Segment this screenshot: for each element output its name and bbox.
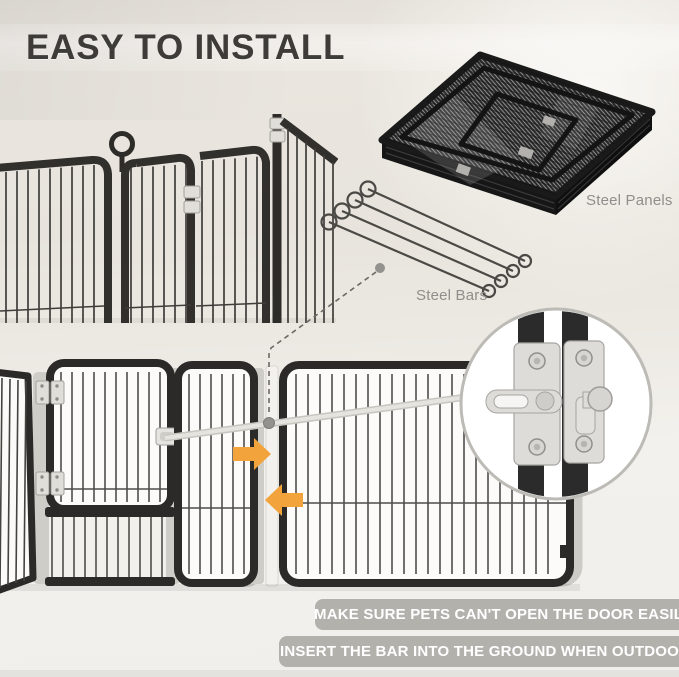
latch-pivot — [535, 391, 555, 411]
stack-inner-frame — [399, 65, 635, 183]
hinge — [183, 185, 201, 199]
page-title: EASY TO INSTALL — [26, 28, 346, 67]
panel-bars — [188, 374, 245, 574]
stack-side-left — [382, 140, 556, 215]
fence-ground-shadow — [0, 584, 580, 591]
fence-panel-bars — [287, 128, 334, 323]
stack-top-mesh-crosshatch — [382, 55, 652, 196]
steel-bars-illustration — [320, 180, 533, 299]
open-door — [0, 369, 37, 594]
panel-foot — [560, 545, 574, 558]
banner-outdoor-tip: INSERT THE BAR INTO THE GROUND WHEN OUTD… — [279, 636, 679, 667]
steel-bar — [359, 180, 533, 269]
loop-handle-icon — [109, 131, 135, 157]
hinge-screws — [40, 384, 59, 492]
steel-bar — [320, 213, 497, 299]
latch-screws — [528, 349, 593, 456]
fence-cross-wire — [124, 304, 192, 309]
floor-edge-shade — [0, 670, 679, 677]
latch-knob — [587, 386, 613, 412]
latch-zoom-callout — [459, 307, 653, 501]
steel-bar — [346, 191, 521, 279]
fence-cross-wire — [195, 302, 267, 307]
insert-arrow-left-icon — [265, 484, 303, 516]
fence-panel-frame — [279, 117, 338, 166]
steel-panels-label: Steel Panels — [586, 192, 673, 209]
leader-line — [263, 263, 385, 429]
fence-panel — [174, 361, 258, 587]
fence-panel-bars — [5, 165, 95, 323]
hinge — [269, 130, 286, 143]
stacked-panels-photo — [378, 51, 656, 215]
steel-bar — [333, 202, 509, 289]
stack-clip — [455, 163, 471, 177]
fence-panel-bars — [130, 164, 187, 323]
folded-playpen-photo — [0, 114, 338, 323]
latch-arm-slot — [493, 394, 529, 409]
stack-layer-ridge — [557, 118, 651, 204]
steel-bars-label: Steel Bars — [416, 287, 488, 304]
fence-panel-frame — [199, 145, 270, 323]
stack-clip — [517, 145, 534, 160]
bar-slot-post — [265, 365, 279, 587]
stack-layer-ridge — [385, 146, 555, 204]
panel-bars — [51, 517, 163, 578]
fence-panel-frame — [0, 155, 112, 323]
stack-door-frame — [458, 91, 579, 173]
fence-cross-wire — [0, 305, 105, 312]
door-hinges — [35, 380, 65, 496]
leader-dot — [263, 417, 275, 429]
panel-rail — [45, 577, 175, 586]
stack-layer-ridge — [557, 124, 651, 210]
fence-base-shadow — [0, 318, 336, 323]
leader-dot — [375, 263, 385, 273]
steel-bar-inserted-highlight — [164, 395, 468, 440]
stack-layer-ridge — [385, 152, 555, 210]
insert-arrow-right-icon — [233, 438, 271, 470]
fence-panel-bars — [201, 156, 258, 323]
playpen-door — [46, 359, 175, 513]
latch-hardware — [485, 311, 613, 497]
banner-door-warning: MAKE SURE PETS CAN'T OPEN THE DOOR EASIL… — [314, 599, 679, 630]
stack-reflection — [540, 95, 600, 150]
hinge — [183, 200, 201, 214]
fence-panel-frame — [121, 153, 195, 323]
stack-clip — [541, 115, 557, 127]
